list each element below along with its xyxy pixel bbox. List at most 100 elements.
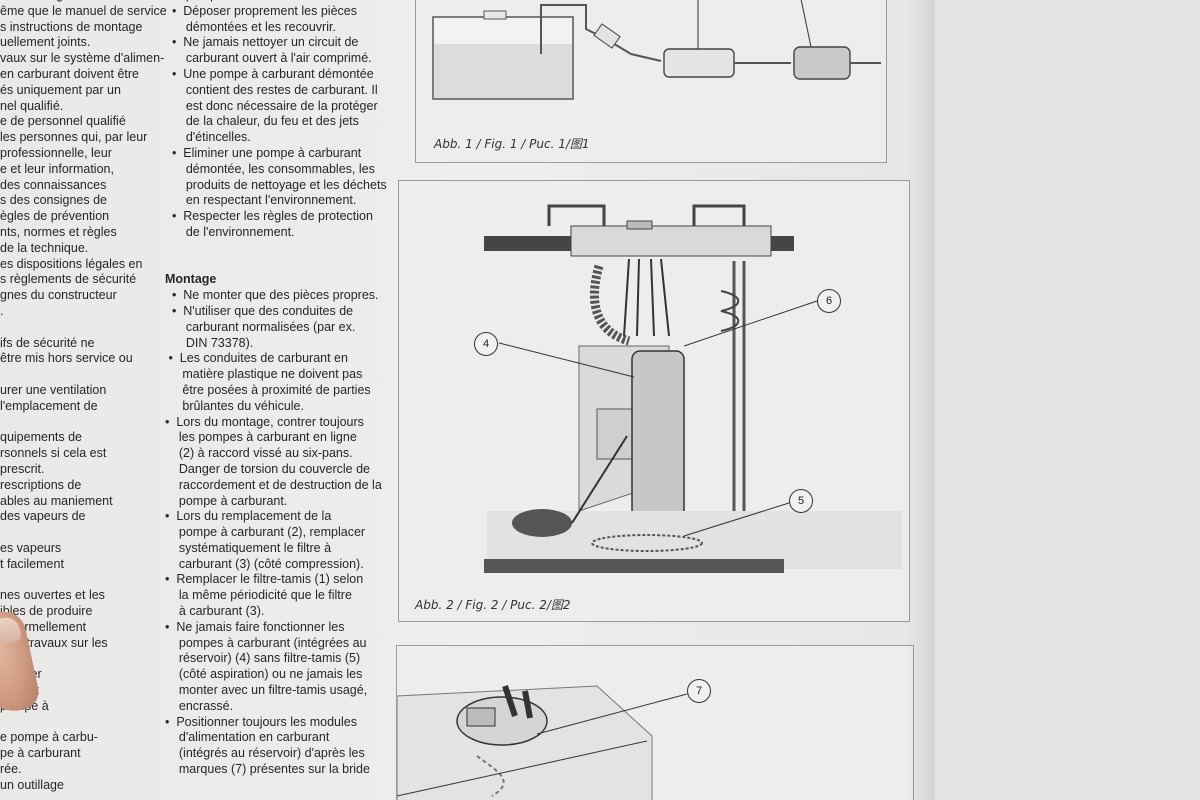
right-text-line: carburant (3) (côté compression). (165, 556, 364, 571)
left-text-line: és uniquement par un (0, 82, 121, 97)
left-text-line: des connaissances (0, 177, 107, 192)
right-text-line: • Ne jamais nettoyer un circuit de (165, 35, 359, 50)
left-text-line: e et leur information, (0, 161, 114, 176)
right-text-line: marques (7) présentes sur la bride (165, 762, 370, 777)
page-edge-shadow (905, 0, 935, 800)
right-text-line: • Lors du montage, contrer toujours (165, 414, 364, 429)
right-text-line: • Respecter les règles de protection (165, 209, 373, 224)
left-text-line: de la technique. (0, 240, 89, 255)
right-text-line: (intégrés au réservoir) d'après les (165, 746, 365, 761)
left-text-line: s des consignes de (0, 193, 108, 208)
left-text-line: e de personnel qualifié (0, 114, 126, 129)
left-text-line: ême que le manuel de service (0, 3, 167, 18)
flange-pipe-right (692, 204, 746, 226)
left-text-line: urer une ventilation (0, 382, 107, 397)
callout-6: 6 (817, 289, 841, 313)
flange-pipe-left (547, 204, 606, 226)
left-text-line (0, 415, 167, 431)
figure-2-caption: Abb. 2 / Fig. 2 / Puc. 2/图2 (415, 598, 571, 612)
right-text-line: • Remplacer le filtre-tamis (1) selon (165, 572, 364, 587)
left-text-line: ifs de sécurité ne (0, 335, 95, 350)
left-text-line (0, 572, 167, 588)
right-text-column: pompes à carburant neuves. • Déposer pro… (165, 0, 387, 778)
right-text-line: DIN 73378). (165, 335, 254, 350)
right-text-line: systématiquement le filtre à (165, 540, 332, 555)
right-text-line: matière plastique ne doivent pas (165, 367, 363, 382)
inline-filter (593, 23, 621, 49)
left-text-line: uellement joints. (0, 35, 91, 50)
float (512, 509, 572, 537)
fuel-line-illustration (432, 0, 881, 100)
desk-background (935, 0, 1200, 800)
left-text-line: es dispositions légales en (0, 256, 143, 271)
right-text-line: • Lors du remplacement de la (165, 509, 332, 524)
manual-page: êtes consignes de sécuritéême que le man… (0, 0, 935, 800)
right-text-line: d'étincelles. (165, 130, 251, 145)
left-text-line: les personnes qui, par leur (0, 130, 148, 145)
in-tank-pump-illustration (484, 204, 902, 573)
left-text-line: ables au maniement (0, 493, 113, 508)
right-text-line: de la chaleur, du feu et des jets (165, 114, 359, 129)
left-text-line (0, 367, 167, 383)
figure-3: 7 (396, 645, 914, 800)
right-text-line: carburant normalisées (par ex. (165, 319, 356, 334)
right-text-line: monter avec un filtre-tamis usagé, (165, 683, 368, 698)
right-text-line: produits de nettoyage et les déchets (165, 177, 387, 192)
right-text-line: pompes à carburant (intégrées au (165, 635, 367, 650)
right-text-line: démontées et les recouvrir. (165, 19, 336, 34)
tank-bottom (484, 559, 784, 573)
right-text-line: carburant ouvert à l'air comprimé. (165, 51, 372, 66)
level-sender (596, 408, 633, 460)
right-text-line: d'alimentation en carburant (165, 730, 330, 745)
left-text-line: ibles de produire (0, 604, 93, 619)
left-text-line: nts, normes et règles (0, 224, 117, 239)
figure-1-caption: Abb. 1 / Fig. 1 / Puc. 1/图1 (434, 137, 590, 151)
flange-ports (502, 685, 533, 719)
right-text-line: pompe à carburant (2), remplacer (165, 525, 366, 540)
right-text-line: encrassé. (165, 698, 234, 713)
left-text-line: prescrit. (0, 461, 45, 476)
left-text-line: professionnelle, leur (0, 145, 112, 160)
right-text-line: • Positionner toujours les modules (165, 714, 357, 729)
right-text-line: Danger de torsion du couvercle de (165, 461, 370, 476)
right-text-line: en respectant l'environnement. (165, 193, 357, 208)
left-text-line: un outillage (0, 777, 64, 792)
tank-fuel-level (434, 44, 572, 98)
left-text-line: es vapeurs (0, 540, 62, 555)
right-text-line (165, 241, 387, 257)
right-text-line: • Les conduites de carburant en (165, 351, 348, 366)
right-text-line: la même périodicité que le filtre (165, 588, 352, 603)
flange-plug (466, 707, 496, 727)
callout-4: 4 (474, 332, 498, 356)
left-text-line (0, 525, 167, 541)
right-text-line: • Ne jamais faire fonctionner les (165, 619, 345, 634)
float-arm (571, 435, 628, 524)
left-text-line (0, 320, 167, 336)
left-text-line: l'emplacement de (0, 398, 98, 413)
flange-marking-illustration (397, 685, 688, 800)
in-tank-pump (631, 350, 685, 527)
spring (720, 290, 740, 332)
right-text-line: pompe à carburant. (165, 493, 288, 508)
right-text-line: • N'utiliser que des conduites de (165, 303, 354, 318)
left-text-line (0, 715, 167, 731)
callout-5: 5 (789, 489, 813, 513)
right-text-line: brûlantes du véhicule. (165, 398, 304, 413)
right-text-line: les pompes à carburant en ligne (165, 430, 357, 445)
callout-7: 7 (687, 679, 711, 703)
left-text-line: rsonnels si cela est (0, 446, 107, 461)
right-text-line: réservoir) (4) sans filtre-tamis (5) (165, 651, 361, 666)
right-text-line: raccordement et de destruction de la (165, 477, 382, 492)
right-text-line: pompes à carburant neuves. (165, 0, 387, 4)
left-text-line: être mis hors service ou (0, 351, 133, 366)
left-text-line: ègles de prévention (0, 209, 110, 224)
corrugated-hose (589, 264, 631, 346)
left-text-line: nel qualifié. (0, 98, 64, 113)
wires (623, 258, 670, 337)
left-text-line: des vapeurs de (0, 509, 86, 524)
inline-pump (663, 48, 735, 78)
right-text-line: (côté aspiration) ou ne jamais les (165, 667, 363, 682)
fuel-filter (793, 46, 851, 80)
right-text-line (165, 257, 387, 273)
left-text-line: . (0, 303, 4, 318)
